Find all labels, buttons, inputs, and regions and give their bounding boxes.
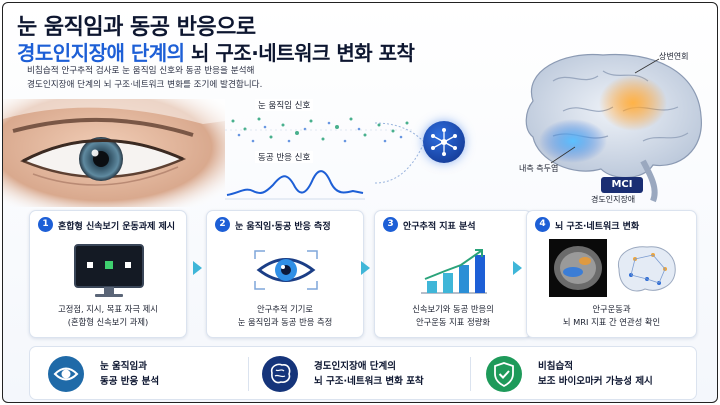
brain-label-temporal: 내측 측두엽 (519, 164, 559, 173)
step-3-card: 3 안구추적 지표 분석 신속보기와 동공 반응의 안구운동 지표 정량화 (374, 210, 532, 338)
step-desc-line: 안구운동과 (592, 304, 631, 314)
step-number: 3 (383, 217, 398, 232)
summary-line: 눈 움직임과 (100, 361, 148, 372)
step-desc: 고정점, 지시, 목표 자극 제시 (혼합형 신속보기 과제) (30, 303, 186, 329)
summary-item: 비침습적 보조 바이오마커 가능성 제시 (486, 347, 691, 401)
summary-item: 눈 움직임과 동공 반응 분석 (48, 347, 248, 401)
eye-signal-label: 눈 움직임 신호 (255, 99, 314, 111)
summary-text: 경도인지장애 단계의 뇌 구조·네트워크 변화 포착 (314, 359, 424, 389)
bar-chart-icon (417, 247, 491, 301)
title-line-1: 눈 움직임과 동공 반응으로 (17, 15, 256, 40)
brain-icon (262, 356, 298, 392)
divider (248, 357, 249, 391)
step-desc-line: (혼합형 신속보기 과제) (67, 317, 149, 327)
title-line-2: 경도인지장애 단계의 뇌 구조·네트워크 변화 포착 (17, 37, 415, 66)
step-desc: 안구운동과 뇌 MRI 지표 간 연관성 확인 (527, 303, 696, 329)
brain-label-line (550, 146, 576, 164)
step-4-card: 4 뇌 구조·네트워크 변화 안구운동과 뇌 MRI 지표 간 연관성 확인 (526, 210, 697, 338)
summary-bar: 눈 움직임과 동공 반응 분석 경도인지장애 단계의 뇌 구조·네트워크 변화 … (29, 346, 697, 400)
description-line: 비침습적 안구추적 검사로 눈 움직임 신호와 동공 반응을 분석해 (27, 66, 255, 76)
summary-item: 경도인지장애 단계의 뇌 구조·네트워크 변화 포착 (262, 347, 482, 401)
arrow-icon (361, 261, 370, 275)
step-2-card: 2 눈 움직임·동공 반응 측정 안구추적 기기로 눈 움직임과 동공 반응 측… (206, 210, 364, 338)
step-title: 혼합형 신속보기 운동과제 제시 (58, 222, 176, 232)
arrow-icon (193, 261, 202, 275)
description: 비침습적 안구추적 검사로 눈 움직임 신호와 동공 반응을 분석해 경도인지장… (27, 64, 337, 92)
summary-line: 비침습적 (538, 361, 573, 372)
summary-line: 보조 바이오마커 가능성 제시 (538, 376, 653, 387)
step-number: 2 (215, 217, 230, 232)
brain-label-line (634, 58, 660, 74)
step-1-card: 1 혼합형 신속보기 운동과제 제시 고정점, 지시, 목표 자극 제시 (혼합… (29, 210, 187, 338)
network-hub-icon (423, 121, 465, 163)
mri-brain-icon (549, 239, 679, 303)
summary-line: 경도인지장애 단계의 (314, 361, 396, 372)
monitor-icon (73, 243, 145, 303)
eye-icon (251, 247, 321, 297)
mci-caption: 경도인지장애 (591, 195, 636, 204)
divider (470, 357, 471, 391)
step-title: 안구추적 지표 분석 (403, 222, 476, 232)
step-number: 1 (38, 217, 53, 232)
eye-photo (3, 99, 225, 207)
pupil-signal-label: 동공 반응 신호 (255, 151, 314, 163)
step-title: 눈 움직임·동공 반응 측정 (235, 222, 331, 232)
step-desc: 안구추적 기기로 눈 움직임과 동공 반응 측정 (207, 303, 363, 329)
shield-check-icon (486, 356, 522, 392)
step-desc: 신속보기와 동공 반응의 안구운동 지표 정량화 (375, 303, 531, 329)
step-desc-line: 안구운동 지표 정량화 (416, 317, 490, 327)
step-number: 4 (535, 217, 550, 232)
mci-badge: MCI (601, 177, 643, 193)
eye-signal-dots (225, 111, 415, 149)
title-rest: 뇌 구조·네트워크 변화 포착 (184, 41, 415, 65)
step-desc-line: 신속보기와 동공 반응의 (412, 304, 494, 314)
summary-text: 눈 움직임과 동공 반응 분석 (100, 359, 159, 389)
title-highlight: 경도인지장애 단계의 (17, 41, 185, 65)
step-desc-line: 눈 움직임과 동공 반응 측정 (237, 317, 333, 327)
brain-label-parietal: 상변연회 (659, 52, 689, 61)
step-desc-line: 안구추적 기기로 (256, 304, 314, 314)
step-desc-line: 뇌 MRI 지표 간 연관성 확인 (562, 317, 661, 327)
connector-lines (375, 122, 424, 184)
eye-icon (48, 356, 84, 392)
summary-line: 뇌 구조·네트워크 변화 포착 (314, 376, 424, 387)
pupil-signal-wave (225, 163, 365, 203)
step-desc-line: 고정점, 지시, 목표 자극 제시 (58, 304, 158, 314)
step-title: 뇌 구조·네트워크 변화 (555, 222, 640, 232)
summary-text: 비침습적 보조 바이오마커 가능성 제시 (538, 359, 653, 389)
description-line: 경도인지장애 단계의 뇌 구조·네트워크 변화를 조기에 발견합니다. (27, 80, 263, 90)
summary-line: 동공 반응 분석 (100, 376, 160, 387)
brain-illustration (493, 41, 717, 206)
arrow-icon (513, 261, 522, 275)
